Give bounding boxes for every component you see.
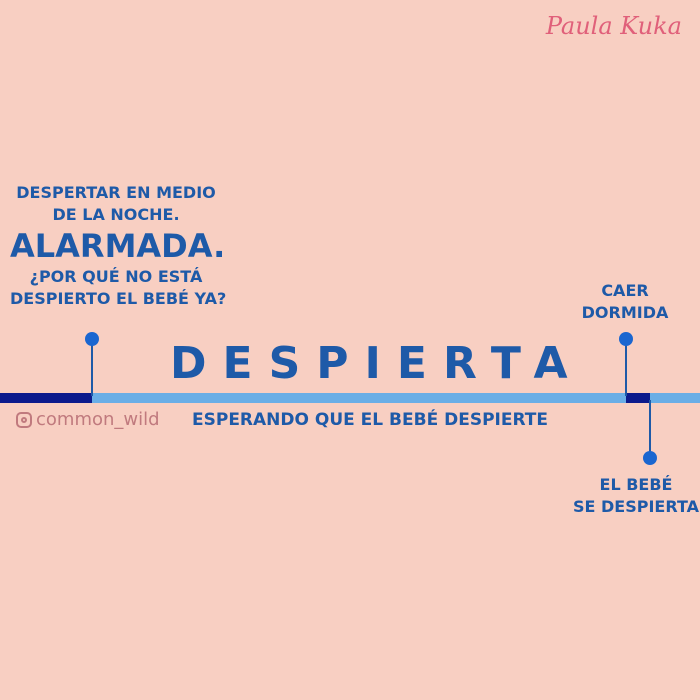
left-note-line4: DESPIERTO EL BEBÉ YA? [10, 289, 227, 308]
marker-stem-wake [91, 340, 93, 396]
right-bottom-note: EL BEBÉ SE DESPIERTA [572, 474, 700, 518]
right-top-line2: DORMIDA [581, 303, 669, 322]
instagram-label: common_wild [36, 409, 160, 430]
signature: Paula Kuka [545, 12, 682, 40]
timeline-title: DESPIERTA [170, 338, 584, 389]
timeline-awake-end [650, 393, 700, 403]
timeline-asleep-short [626, 393, 650, 403]
timeline-subtitle: ESPERANDO QUE EL BEBÉ DESPIERTE [192, 410, 548, 430]
instagram-icon [16, 411, 32, 428]
marker-stem-sleep [625, 340, 627, 396]
left-note-line1: DESPERTAR EN MEDIO [16, 183, 216, 202]
right-bottom-line1: EL BEBÉ [599, 475, 673, 494]
left-note: DESPERTAR EN MEDIO DE LA NOCHE. ALARMADA… [10, 182, 227, 310]
timeline-awake [92, 393, 626, 403]
instagram-handle: common_wild [16, 409, 160, 430]
marker-dot-sleep [619, 332, 633, 346]
timeline-asleep-start [0, 393, 92, 403]
marker-dot-baby [643, 451, 657, 465]
left-note-emphasis: ALARMADA. [10, 227, 226, 265]
marker-stem-baby [649, 400, 651, 458]
right-top-line1: CAER [601, 281, 649, 300]
marker-dot-wake [85, 332, 99, 346]
right-bottom-line2: SE DESPIERTA [572, 497, 700, 516]
left-note-line3: ¿POR QUÉ NO ESTÁ [29, 267, 203, 286]
right-top-note: CAER DORMIDA [580, 280, 670, 324]
left-note-line2: DE LA NOCHE. [52, 205, 180, 224]
